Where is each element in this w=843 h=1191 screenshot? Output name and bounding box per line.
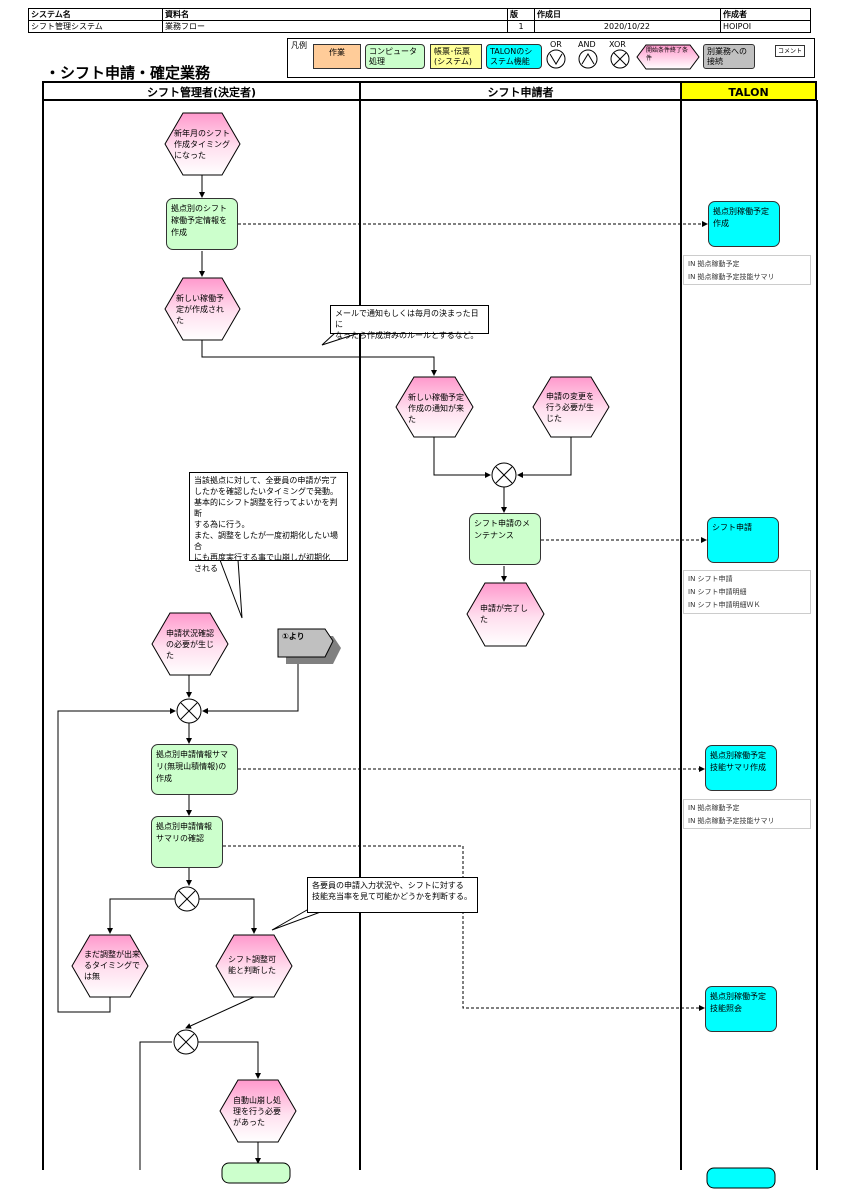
legend-startend: 開始条件終了条件 (646, 47, 689, 62)
legend-other: 別業務への接続 (703, 44, 755, 69)
info-item: IN 拠点稼動予定 (688, 260, 740, 268)
event-need-check-shape (151, 612, 229, 676)
note-line: 当該拠点に対して、全要員の申請が完了 (194, 476, 338, 485)
info-item: IN 拠点稼動予定 (688, 804, 740, 812)
event-change: 申請の変更を行う必要が生じた (546, 391, 594, 423)
event-need-check: 申請状況確認の必要が生じた (166, 628, 214, 660)
xor-gate-4 (173, 1029, 199, 1055)
note-judge: 各要員の申請入力状況や、シフトに対する 技能充当率を見て可能かどうかを判断する。 (307, 877, 478, 913)
event-done: 申請が完了した (480, 604, 528, 624)
note-line: 各要員の申請入力状況や、シフトに対する (312, 881, 464, 890)
info-item: IN シフト申請明細 (688, 588, 747, 596)
note-notify: メールで通知もしくは毎月の決まった日に なったら作成済みのルールとするなど。 (330, 305, 489, 340)
info-item: IN 拠点稼動予定技能サマリ (688, 817, 775, 825)
legend-document: 帳票･伝票(システム) (430, 44, 482, 69)
task-create-plan: 拠点別のシフト稼働予定情報を作成 (166, 198, 238, 250)
legend-label: 凡例 (291, 41, 307, 50)
legend-and-label: AND (578, 40, 596, 49)
legend-comment: コメント (775, 45, 805, 57)
info-item: IN 拠点稼動予定技能サマリ (688, 273, 775, 281)
header-value-author: HOIPOI (720, 20, 811, 33)
legend-gate-icons (546, 49, 630, 69)
header-value-system: シフト管理システム (28, 20, 163, 33)
legend-task: 作業 (313, 44, 361, 69)
talon-skill-lookup: 拠点別稼働予定技能照会 (705, 986, 777, 1032)
event-notify: 新しい稼働予定作成の通知が来た (408, 392, 464, 424)
legend-startend-shape (636, 44, 700, 70)
info-box-1: IN 拠点稼動予定 IN 拠点稼動予定技能サマリ (683, 255, 811, 285)
xor-gate-1 (491, 462, 517, 488)
note-line: する為に行う。 (194, 520, 250, 529)
task-confirm: 拠点別申請情報サマリの確認 (151, 816, 223, 868)
note-line: また、調整をしたが一度初期化したい場合 (194, 531, 338, 551)
or-gate-icon (546, 49, 566, 69)
legend-computer: コンピュータ処理 (365, 44, 425, 69)
event-not-yet: まだ調整が出来るタイミングでは無 (84, 949, 140, 981)
connector-label: ①より (282, 632, 305, 641)
event-plan-created: 新しい稼働予定が作成された (176, 293, 224, 325)
note-line: したかを確認したいタイミングで発動。 (194, 487, 338, 496)
talon-shift-apply: シフト申請 (707, 517, 779, 563)
event-not-yet-shape (71, 934, 149, 998)
event-notify-shape (395, 376, 474, 438)
event-auto-shape (219, 1079, 297, 1143)
talon-skill-summary: 拠点別稼働予定技能サマリ作成 (705, 745, 777, 791)
legend (287, 38, 815, 78)
task-summary: 拠点別申請情報サマリ(無現山積情報)の作成 (151, 744, 238, 795)
legend-talon: TALONのシステム機能 (486, 44, 542, 69)
info-box-2: IN シフト申請 IN シフト申請明細 IN シフト申請明細ＷＫ (683, 570, 811, 614)
note-line: メールで通知もしくは毎月の決まった日に (335, 309, 479, 329)
note-line: 技能充当率を見て可能かどうかを判断する。 (312, 892, 472, 901)
event-auto: 自動山崩し処理を行う必要があった (233, 1095, 281, 1127)
talon-plan-create: 拠点別稼働予定作成 (708, 201, 780, 247)
header-value-doc: 業務フロー (162, 20, 508, 33)
header-value-version: 1 (507, 20, 535, 33)
event-new-month-shape (164, 112, 241, 176)
legend-or-label: OR (550, 40, 562, 49)
event-plan-created-shape (164, 277, 241, 341)
event-done-shape (466, 582, 545, 647)
page-title: ・シフト申請・確定業務 (45, 64, 211, 82)
connector-shape (277, 628, 341, 664)
task-maintain: シフト申請のメンテナンス (469, 513, 541, 565)
xor-gate-2 (176, 698, 202, 724)
note-check-timing: 当該拠点に対して、全要員の申請が完了 したかを確認したいタイミングで発動。 基本… (189, 472, 348, 573)
note-line: なったら作成済みのルールとするなど。 (335, 331, 479, 340)
xor-gate-icon (610, 49, 630, 69)
info-box-3: IN 拠点稼動予定 IN 拠点稼動予定技能サマリ (683, 799, 811, 829)
info-item: IN シフト申請 (688, 575, 733, 583)
note-line: される (194, 564, 218, 573)
xor-gate-3 (174, 886, 200, 912)
lane-header-talon: TALON (680, 81, 817, 101)
legend-xor-label: XOR (609, 40, 626, 49)
event-adjust-ok-shape (215, 934, 293, 998)
and-gate-icon (578, 49, 598, 69)
header-table: システム名 資料名 版 作成日 作成者 シフト管理システム 業務フロー 1 20… (28, 8, 811, 33)
note-line: 基本的にシフト調整を行ってよいかを判断 (194, 498, 338, 518)
event-adjust-ok: シフト調整可能と判断した (228, 955, 276, 975)
event-change-shape (532, 376, 610, 438)
info-item: IN シフト申請明細ＷＫ (688, 601, 761, 609)
note-line: にも再度実行する事で山崩しが初期化 (194, 553, 330, 562)
event-new-month: 新年月のシフト作成タイミングになった (174, 128, 230, 160)
